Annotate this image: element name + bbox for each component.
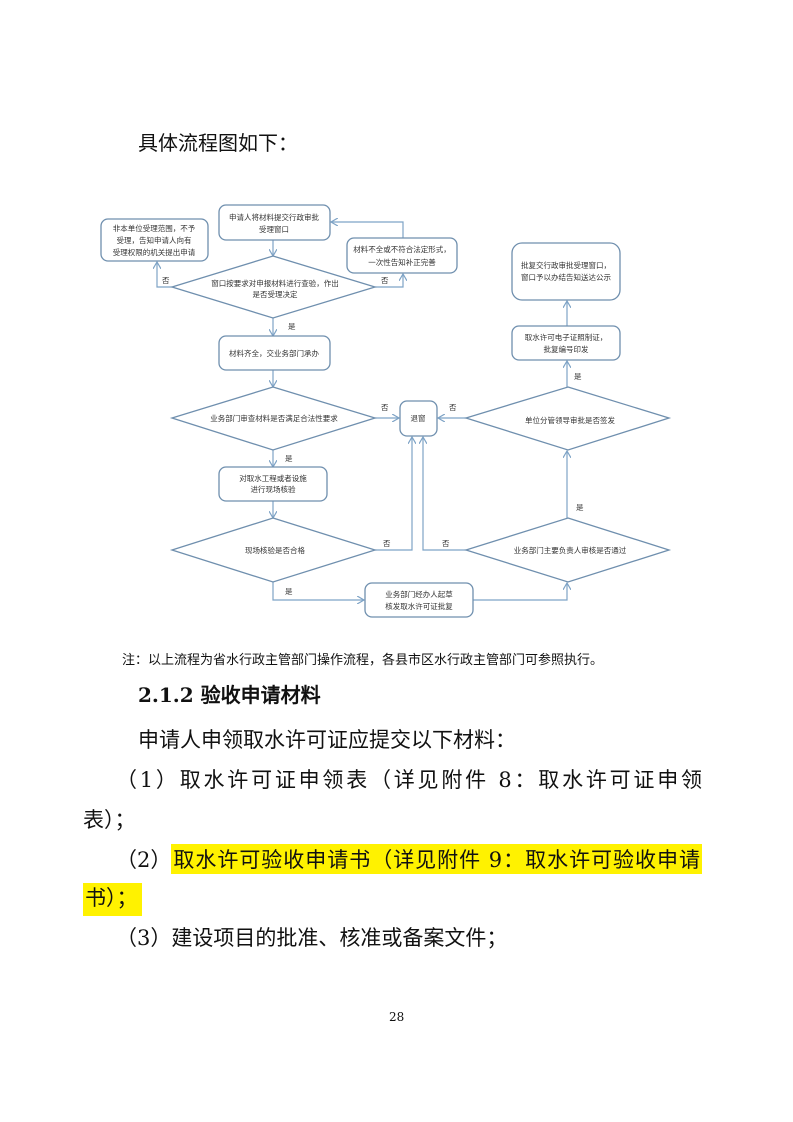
flowchart-note: 注：以上流程为省水行政主管部门操作流程，各县市区水行政主管部门可参照执行。 (122, 653, 604, 668)
highlighted-text: 取水许可验收申请书（详见附件 9：取水许可验收申请 (171, 844, 702, 874)
decision-legal-check: 业务部门审查材料是否满足合法性要求 (169, 386, 378, 451)
node-return-window: 退窗 (399, 400, 438, 437)
flowchart: 申请人将材料提交行政审批 受理窗口 非本单位受理范围，不予 受理，告知申请人向有… (100, 204, 672, 618)
edge-label: 是 (285, 454, 293, 463)
node-label: 批复交行政审批受理窗口， (521, 260, 611, 270)
edge-label: 否 (442, 539, 450, 548)
list-item-2-prefix: （2） (116, 848, 172, 872)
decision-site-ok: 现场核验是否合格 (169, 517, 378, 583)
node-deliver: 批复交行政审批受理窗口， 窗口予以办结告知送达公示 (511, 242, 621, 301)
decision-check-window: 窗口按要求对申报材料进行查验，作出 是否受理决定 (169, 255, 378, 319)
paragraph-intro: 申请人申领取水许可证应提交以下材料： (138, 728, 516, 752)
list-item-1: （1）取水许可证申领表（详见附件 8：取水许可证申领 (116, 768, 702, 792)
node-label: 批复编号印发 (544, 344, 589, 354)
edge (423, 437, 466, 551)
node-accepted: 材料齐全，交业务部门承办 (218, 335, 331, 371)
edge-label: 否 (449, 403, 457, 412)
node-label: 受理窗口 (259, 224, 289, 234)
list-item-2-cont: 书）； (83, 882, 142, 916)
edge (272, 582, 364, 600)
node-label: 受理权限的机关提出申请 (113, 247, 196, 257)
node-label: 业务部门审查材料是否满足合法性要求 (210, 413, 338, 423)
edge-label: 否 (162, 276, 170, 285)
node-label: 业务部门经办人起草 (385, 589, 453, 599)
node-label: 受理，告知申请人向有 (117, 235, 192, 245)
node-submit: 申请人将材料提交行政审批 受理窗口 (218, 204, 331, 241)
node-label: 材料不全或不符合法定形式， (353, 244, 451, 254)
edge (157, 262, 172, 288)
edge-labels: 否 否 是 否 否 是 否 否 是 是 是 (162, 276, 584, 596)
node-label: 核发取水许可证批复 (385, 601, 453, 611)
node-incomplete: 材料不全或不符合法定形式， 一次性告知补正完善 (346, 237, 458, 274)
node-label: 一次性告知补正完善 (368, 257, 436, 267)
intro-text: 具体流程图如下： (138, 131, 298, 155)
edge-label: 是 (576, 503, 584, 512)
node-reject-scope: 非本单位受理范围，不予 受理，告知申请人向有 受理权限的机关提出申请 (100, 218, 209, 262)
node-label: 退窗 (411, 413, 426, 423)
highlighted-text: 书）； (83, 883, 142, 916)
node-draft: 业务部门经办人起草 核发取水许可证批复 (364, 582, 474, 618)
edge (473, 583, 567, 601)
node-label: 现场核验是否合格 (245, 545, 305, 555)
node-label: 对取水工程或者设施 (239, 473, 307, 483)
edge (375, 437, 412, 551)
node-label: 进行现场核验 (251, 484, 296, 494)
edge (375, 274, 403, 288)
node-label: 单位分管领导审批是否签发 (525, 415, 615, 425)
decision-head-review: 业务部门主要负责人审核是否通过 (463, 517, 672, 583)
edge-label: 是 (574, 372, 582, 381)
edge-label: 是 (285, 587, 293, 596)
node-e-license: 取水许可电子证照制证， 批复编号印发 (511, 325, 621, 361)
node-label: 是否受理决定 (253, 289, 298, 299)
node-label: 材料齐全，交业务部门承办 (229, 348, 319, 358)
flow-edges (157, 222, 567, 600)
node-label: 窗口按要求对申报材料进行查验，作出 (211, 278, 339, 288)
edge-label: 否 (381, 276, 389, 285)
node-label: 窗口予以办结告知送达公示 (521, 272, 611, 282)
edge (331, 222, 404, 238)
node-label: 业务部门主要负责人审核是否通过 (514, 545, 627, 555)
edge-label: 否 (383, 539, 391, 548)
page-number: 28 (389, 1010, 405, 1024)
node-label: 非本单位受理范围，不予 (113, 223, 196, 233)
list-item-2: （2） 取水许可验收申请书（详见附件 9：取水许可验收申请 (116, 844, 702, 874)
section-heading: 2.1.2 验收申请材料 (138, 683, 321, 707)
edge-label: 否 (381, 403, 389, 412)
list-item-1-cont: 表）； (83, 808, 136, 832)
node-label: 取水许可电子证照制证， (525, 332, 608, 342)
node-label: 申请人将材料提交行政审批 (229, 212, 319, 222)
edge-label: 是 (288, 322, 296, 331)
decision-leader-sign: 单位分管领导审批是否签发 (463, 386, 672, 451)
list-item-3: （3）建设项目的批准、核准或备案文件； (116, 926, 508, 950)
node-site-check-task: 对取水工程或者设施 进行现场核验 (218, 466, 328, 502)
